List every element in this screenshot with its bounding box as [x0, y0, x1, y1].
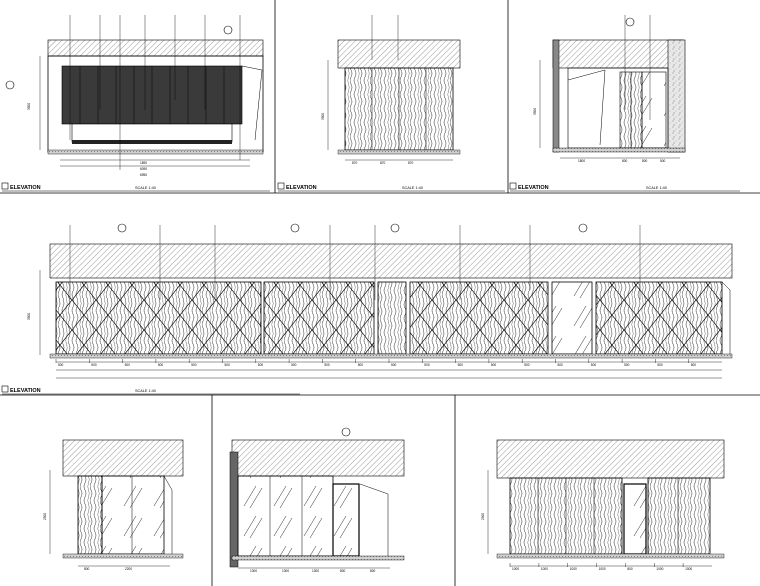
- elevation-symbol-icon: [277, 182, 285, 190]
- svg-text:2200: 2200: [125, 567, 132, 571]
- svg-text:1300: 1300: [250, 569, 257, 573]
- dimension-label: 500: [591, 363, 597, 367]
- svg-text:SCALE 1:40: SCALE 1:40: [402, 186, 423, 190]
- dark-panel-stripes: [79, 66, 225, 124]
- elevation-d-leaders: [69, 225, 641, 300]
- dimension-label: 500: [458, 363, 464, 367]
- svg-text:2900: 2900: [481, 513, 485, 520]
- dimension-label: 500: [358, 363, 364, 367]
- svg-text:ELEVATION: ELEVATION: [10, 185, 41, 191]
- elevation-c-title: ELEVATION SCALE 1:40: [509, 182, 740, 192]
- dimension-label: 500: [158, 363, 164, 367]
- dimension-label: 500: [558, 363, 564, 367]
- svg-text:870: 870: [408, 161, 414, 165]
- svg-text:870: 870: [380, 161, 386, 165]
- dimension-label: 500: [191, 363, 197, 367]
- elevation-b: 870 870 870 3500: [321, 15, 461, 165]
- wood-wall-right: [647, 477, 711, 555]
- elevation-symbol-icon: [509, 182, 517, 190]
- svg-text:800: 800: [340, 569, 346, 573]
- dimension-label: 1000: [512, 567, 519, 571]
- dimension-label: 500: [58, 363, 64, 367]
- svg-text:ELEVATION: ELEVATION: [518, 185, 549, 191]
- svg-text:500: 500: [660, 159, 666, 163]
- svg-text:6950: 6950: [140, 173, 147, 177]
- elevation-d-dims: 500 500 500 500 500 500 500 500 500 500 500 500 500 5…: [55, 359, 697, 367]
- dimension-label: 1000: [570, 567, 577, 571]
- glass-door: [623, 483, 647, 555]
- svg-text:3500: 3500: [27, 103, 31, 110]
- lattice-screen-2: [263, 281, 375, 355]
- svg-text:3500: 3500: [27, 313, 31, 320]
- dimension-label: 500: [691, 363, 697, 367]
- dimension-label: 500: [657, 363, 663, 367]
- glass-door: [551, 281, 593, 355]
- dimension-label: 1000: [685, 567, 692, 571]
- svg-text:3500: 3500: [533, 108, 537, 115]
- glass-door: [332, 483, 360, 557]
- svg-text:1300: 1300: [312, 569, 319, 573]
- svg-text:1890: 1890: [140, 161, 147, 165]
- dimension-label: 500: [424, 363, 430, 367]
- elevation-g-dims: 1000 1000 1000 1000 800 1000 1000: [509, 563, 692, 571]
- glass-panel: [101, 475, 165, 555]
- lattice-screen-4: [595, 281, 723, 355]
- glass-partition: [237, 475, 334, 557]
- svg-text:3500: 3500: [321, 113, 325, 120]
- dimension-label: 500: [324, 363, 330, 367]
- counter: [71, 123, 233, 143]
- svg-text:6090: 6090: [140, 167, 147, 171]
- dimension-label: 500: [624, 363, 630, 367]
- dimension-label: 500: [91, 363, 97, 367]
- dimension-label: 800: [627, 567, 633, 571]
- dimension-label: 500: [524, 363, 530, 367]
- dimension-label: 1000: [656, 567, 663, 571]
- svg-text:2500: 2500: [43, 513, 47, 520]
- elevation-g: 2900 1000 1000 1000 1000 800 1000 1000: [481, 439, 725, 571]
- svg-text:ELEVATION: ELEVATION: [286, 185, 317, 191]
- svg-text:SCALE 1:40: SCALE 1:40: [135, 389, 156, 393]
- svg-text:1300: 1300: [282, 569, 289, 573]
- dimension-label: 1000: [541, 567, 548, 571]
- elevation-e: 800 2200 2500: [43, 439, 184, 571]
- svg-text:800: 800: [84, 567, 90, 571]
- lattice-screen-3: [409, 281, 549, 355]
- elevation-symbol-icon: [1, 385, 9, 393]
- dimension-label: 500: [258, 363, 264, 367]
- lattice-screen-1: [55, 281, 262, 355]
- svg-text:800: 800: [370, 569, 376, 573]
- elevation-f: 1300 1300 1300 800 800: [229, 427, 405, 573]
- elevation-b-title: ELEVATION SCALE 1:40: [277, 182, 505, 192]
- dimension-label: 500: [225, 363, 231, 367]
- dimension-label: 500: [391, 363, 397, 367]
- dimension-label: 500: [491, 363, 497, 367]
- svg-text:ELEVATION: ELEVATION: [10, 388, 41, 394]
- elevation-d-title: ELEVATION SCALE 1:40: [1, 385, 300, 395]
- elevation-a: 1890 6090 6950 3500: [5, 15, 264, 177]
- svg-text:SCALE 1:40: SCALE 1:40: [646, 186, 667, 190]
- svg-text:870: 870: [352, 161, 358, 165]
- svg-text:800: 800: [622, 159, 628, 163]
- elevation-symbol-icon: [1, 182, 9, 190]
- svg-text:1800: 1800: [578, 159, 585, 163]
- svg-text:SCALE 1:40: SCALE 1:40: [135, 186, 156, 190]
- dimension-label: 500: [291, 363, 297, 367]
- glass-door: [641, 71, 667, 149]
- elevation-a-title: ELEVATION SCALE 1:40: [1, 182, 270, 192]
- dimension-label: 500: [125, 363, 131, 367]
- elevation-c: 1800 800 800 500 3500: [533, 15, 686, 163]
- svg-text:800: 800: [642, 159, 648, 163]
- dimension-label: 1000: [599, 567, 606, 571]
